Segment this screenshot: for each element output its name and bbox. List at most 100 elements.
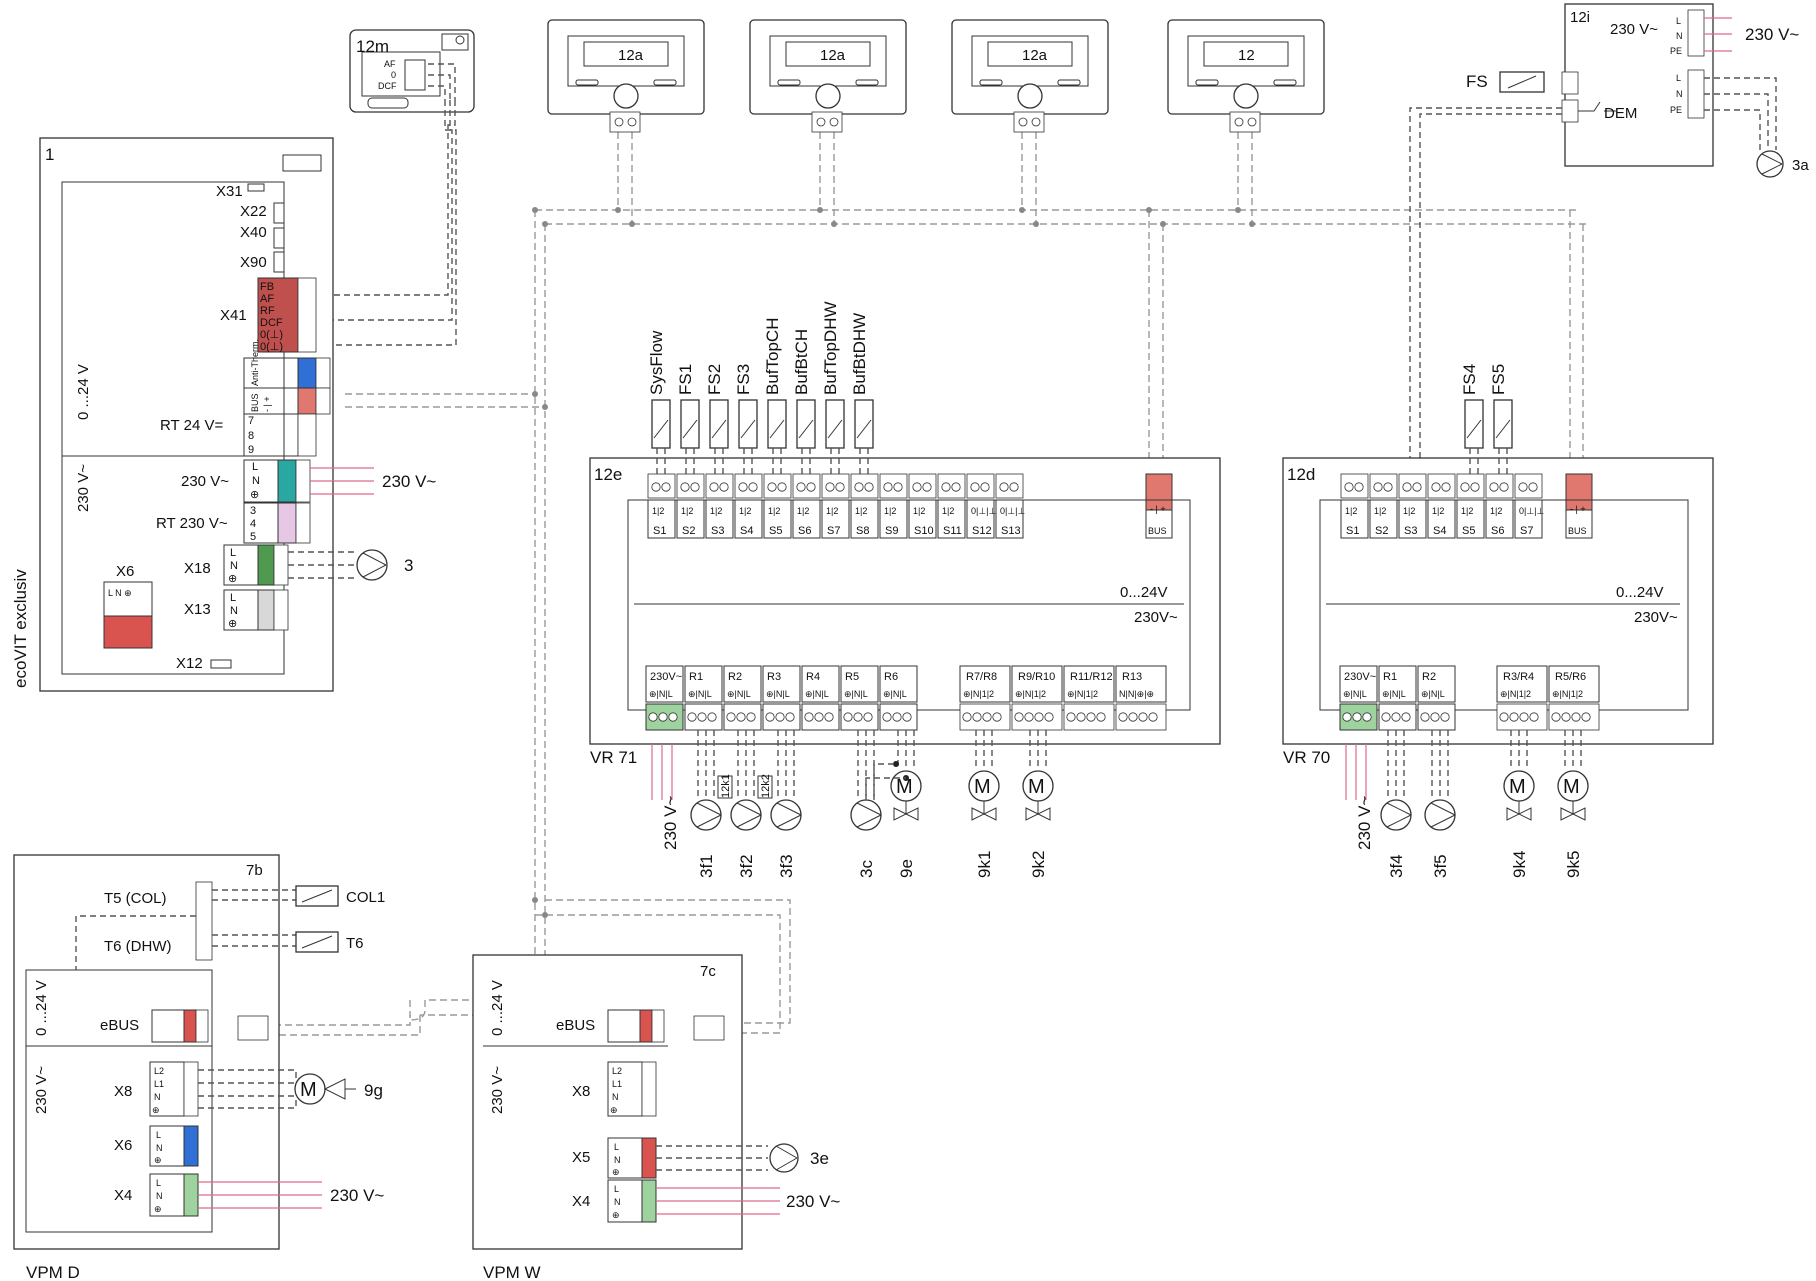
boiler-name: ecoVIT exclusiv	[11, 569, 30, 688]
vpm-d-valve: 9g	[364, 1081, 383, 1100]
relay-pins: ⊕|N|1|2	[1552, 689, 1583, 699]
input-label: S11	[943, 525, 962, 537]
vpm-d-x4-pe: ⊕	[154, 1204, 162, 1214]
input-pins: 0|⊥|⊥	[971, 506, 997, 516]
relay-r1: R1 ⊕|N|L	[1378, 665, 1417, 731]
12i-pin-n: N	[1676, 31, 1683, 41]
sensor-label: BufTopCH	[763, 318, 782, 395]
relay-r7r8: R7/R8⊕|N|1|2	[959, 665, 1011, 731]
relay-label: R9/R10	[1018, 671, 1055, 683]
vpm-d-col1: COL1	[346, 889, 385, 906]
input-pins: 1|2	[826, 506, 838, 516]
svg-text:M: M	[1028, 776, 1045, 798]
component-3f2: 3f2	[730, 730, 762, 878]
relay-r6: R6⊕|N|L	[879, 665, 918, 731]
relay-label: 230V~	[1344, 671, 1376, 683]
input-label: S3	[1404, 525, 1417, 537]
controller-dial-icon[interactable]	[815, 83, 841, 109]
sensor-label: BufBtCH	[792, 329, 811, 395]
vpm-w-x5-l: L	[614, 1142, 619, 1152]
input-s6: 1|2S6	[1485, 473, 1514, 539]
component-label: 9k5	[1564, 851, 1583, 878]
input-label: S1	[653, 525, 666, 537]
component-3f3: 3f3	[770, 730, 802, 878]
relay-r11r12: R11/R12⊕|N|1|2	[1063, 665, 1115, 731]
input-label: S9	[885, 525, 898, 537]
sensor-fs3: FS3	[734, 364, 758, 474]
relay-label: R11/R12	[1070, 671, 1113, 683]
vr70-high-label: 230V~	[1634, 609, 1678, 626]
input-pins: 1|2	[1403, 506, 1415, 516]
input-pins: 0|⊥|⊥	[1000, 506, 1026, 516]
relay-pins: ⊕|N|L	[883, 689, 907, 699]
input-label: S12	[972, 525, 992, 537]
controller-dial-icon[interactable]	[1017, 83, 1043, 109]
conn-x6: X6	[116, 563, 134, 580]
relay-r3r4: R3/R4⊕|N|1|2	[1496, 665, 1548, 731]
x41-pin: RF	[260, 305, 275, 317]
relay-pins: ⊕|N|L	[844, 689, 868, 699]
input-s12: 0|⊥|⊥ S12	[966, 473, 997, 539]
sensor-label: BufTopDHW	[821, 301, 840, 395]
input-label: S2	[1375, 525, 1388, 537]
vr70-id: 12d	[1287, 465, 1315, 484]
mains-pin-pe: ⊕	[250, 489, 259, 501]
input-pins: 1|2	[710, 506, 722, 516]
input-pins: 1|2	[1432, 506, 1444, 516]
relay-r2: R2⊕|N|L	[1417, 665, 1456, 731]
input-label: S1	[1346, 525, 1359, 537]
input-label: S3	[711, 525, 724, 537]
component-9e: M9e	[890, 730, 922, 878]
rt230-label: RT 230 V~	[156, 515, 228, 532]
x6-pins: L N ⊕	[108, 588, 132, 598]
vpm-d-x6-pe: ⊕	[154, 1155, 162, 1165]
svg-text:M: M	[1563, 776, 1580, 798]
input-s7: 0|⊥|⊥S7	[1514, 473, 1545, 539]
vr71-id: 12e	[594, 465, 622, 484]
input-label: S6	[798, 525, 811, 537]
sensor-label: BufBtDHW	[850, 313, 869, 395]
rt230-pin-3: 3	[250, 505, 256, 517]
relay-label: R1	[1383, 671, 1397, 683]
vpm-d-x4: X4	[114, 1187, 132, 1204]
sensor-fs4: FS4	[1460, 364, 1484, 474]
relay-pins: ⊕|N|L	[1382, 689, 1406, 699]
component-label: 9k1	[975, 851, 994, 878]
interface-mains-right: 230 V~	[1745, 25, 1799, 44]
conn-x13: X13	[184, 601, 211, 618]
input-s7: 1|2S7	[821, 473, 850, 539]
relay-label: R5/R6	[1555, 671, 1586, 683]
vr71-mains-label: 230 V~	[661, 796, 680, 850]
input-pins: 1|2	[1345, 506, 1357, 516]
relay-label: R2	[1422, 671, 1436, 683]
input-s4: 1|2S4	[734, 473, 763, 539]
vpm-d-x8-l1: L1	[154, 1079, 164, 1089]
controller-dial-icon[interactable]	[613, 83, 639, 109]
input-label: S4	[1433, 525, 1446, 537]
vpm-w-x8-l1: L1	[612, 1079, 622, 1089]
conn-x18: X18	[184, 560, 211, 577]
relay-pins: ⊕|N|L	[688, 689, 712, 699]
relay-label: R3	[767, 671, 781, 683]
controller-label: 12	[1238, 47, 1255, 64]
input-pins: 1|2	[681, 506, 693, 516]
mains-pin-l: L	[252, 461, 258, 473]
input-s9: 1|2S9	[879, 473, 908, 539]
12i-pin-pe: PE	[1670, 46, 1682, 56]
controller-label: 12a	[820, 47, 846, 64]
relay-pins: N|N|⊕|⊕	[1119, 689, 1154, 699]
interface-id: 12i	[1570, 9, 1590, 26]
input-label: S5	[1462, 525, 1475, 537]
vr70-low-label: 0...24V	[1616, 584, 1664, 601]
input-label: S8	[856, 525, 869, 537]
sensor-icon	[709, 399, 729, 449]
controller-dial-icon[interactable]	[1233, 83, 1259, 109]
vpm-d-x4-l: L	[156, 1178, 161, 1188]
input-s2: 1|2S2	[676, 473, 705, 539]
rt24-label: RT 24 V=	[160, 417, 223, 434]
relay-r4: R4⊕|N|L	[801, 665, 840, 731]
